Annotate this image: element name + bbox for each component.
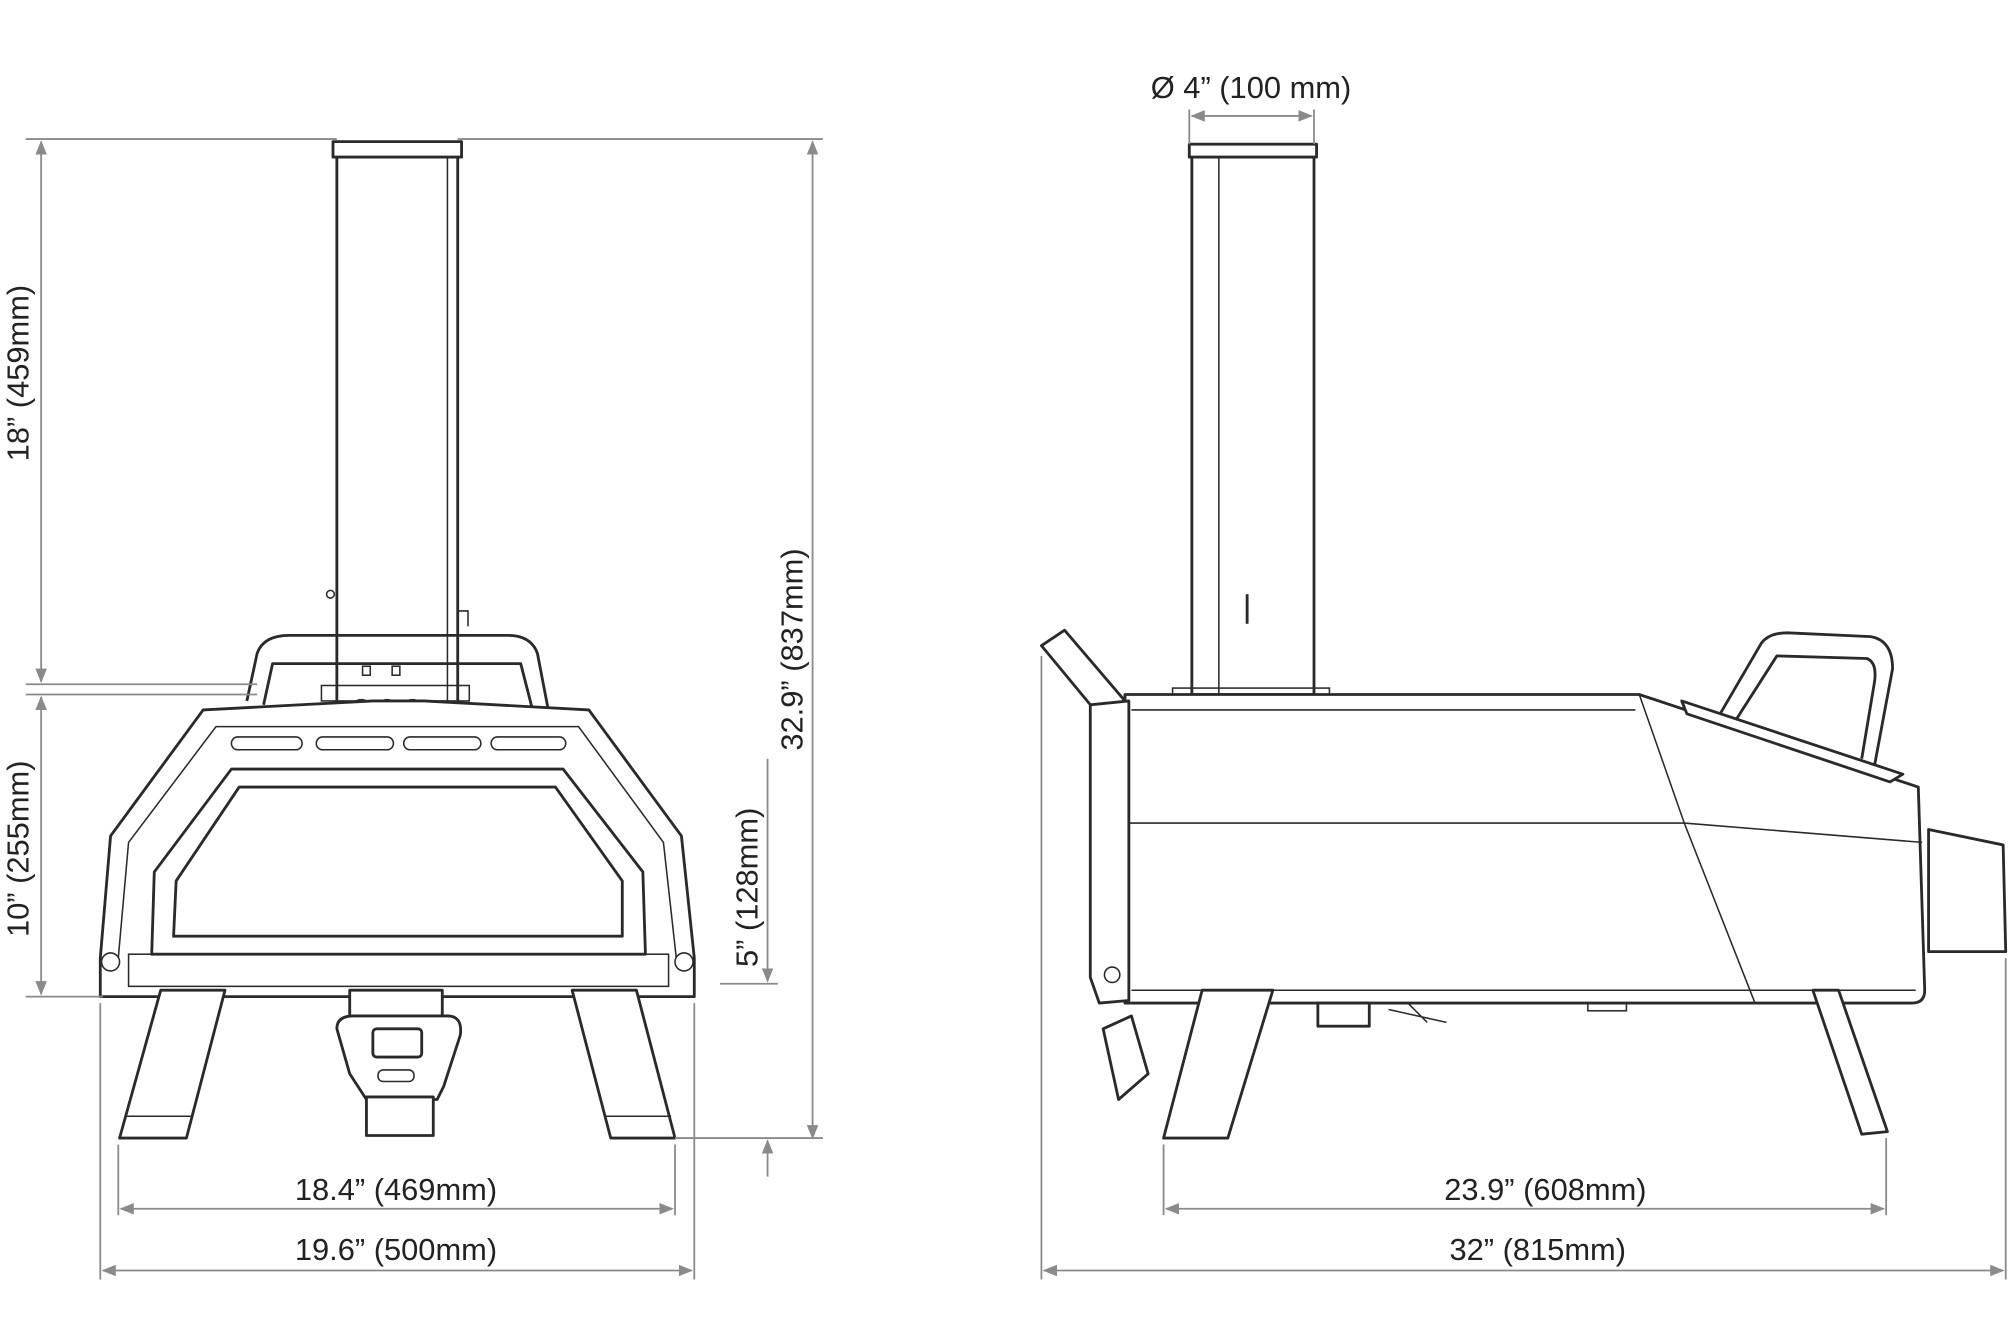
vents — [230, 736, 567, 751]
temperature-controller — [335, 988, 463, 1137]
gas-connector-side — [1927, 828, 2008, 954]
leg-height-label: 5” (128mm) — [729, 808, 764, 967]
front-view-drawing — [98, 140, 696, 1140]
leg-side-front — [1162, 988, 1275, 1140]
oven-body-front — [98, 699, 696, 999]
total-depth-label: 32” (815mm) — [1449, 1232, 1626, 1267]
chimney-side — [1171, 142, 1331, 697]
side-dimensions: Ø 4” (100 mm) 23.9” (608mm) 32” (815mm) — [1040, 70, 2007, 1280]
front-dimensions: 18” (459mm) 10” (255mm) 32.9” (837mm) 5”… — [0, 138, 823, 1280]
body-height-label: 10” (255mm) — [0, 761, 35, 938]
side-view-drawing — [1040, 142, 2008, 1140]
chimney-height-label: 18” (459mm) — [0, 285, 35, 462]
leg-side-rear — [1811, 988, 1889, 1136]
chimney-diameter-label: Ø 4” (100 mm) — [1151, 70, 1352, 105]
chimney-front — [325, 140, 469, 707]
top-handle-front — [245, 633, 552, 721]
total-height-label: 32.9” (837mm) — [774, 548, 809, 750]
total-width-label: 19.6” (500mm) — [295, 1232, 497, 1267]
leg-depth-label: 23.9” (608mm) — [1444, 1172, 1646, 1207]
leg-front-left — [118, 988, 227, 1140]
leg-width-label: 18.4” (469mm) — [295, 1172, 497, 1207]
rear-handle-side — [1715, 631, 1894, 766]
